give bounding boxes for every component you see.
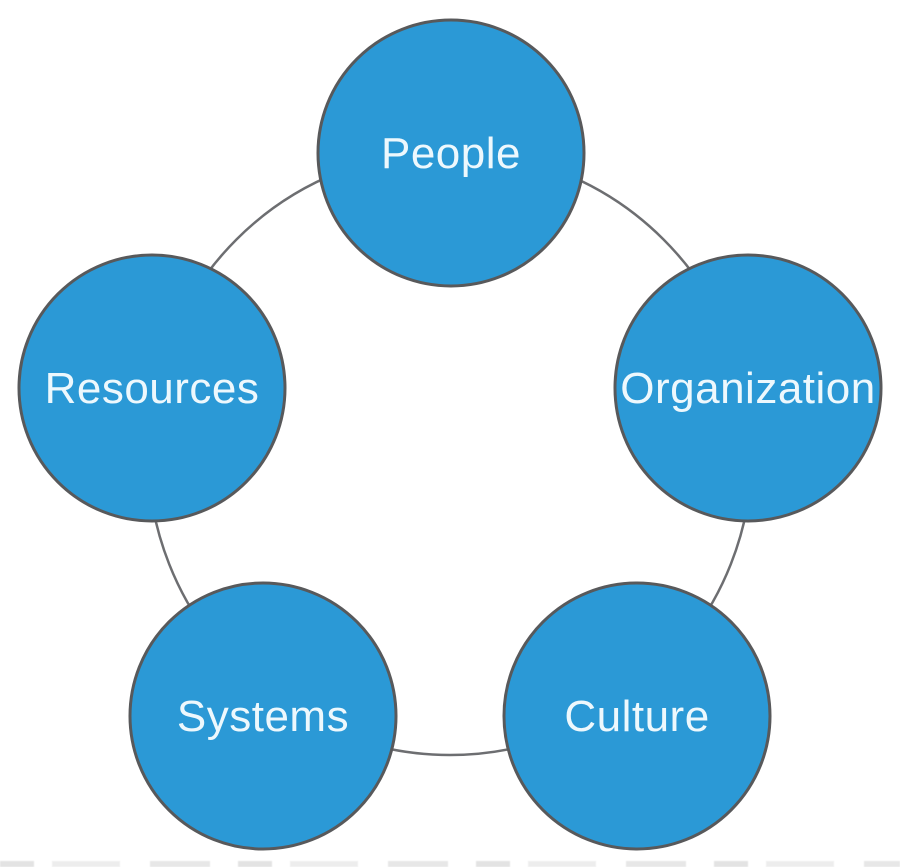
node-label-people: People <box>381 129 521 178</box>
node-label-systems: Systems <box>177 692 349 741</box>
node-label-organization: Organization <box>620 364 875 413</box>
node-label-culture: Culture <box>564 692 709 741</box>
cropped-text-artifact <box>0 861 900 867</box>
node-resources-circle <box>17 253 287 523</box>
node-people: People <box>316 18 586 288</box>
node-culture: Culture <box>502 581 772 851</box>
node-label-resources: Resources <box>45 364 260 413</box>
node-resources: Resources <box>17 253 287 523</box>
node-organization: Organization <box>613 253 883 523</box>
node-people-circle <box>316 18 586 288</box>
node-culture-circle <box>502 581 772 851</box>
node-systems: Systems <box>128 581 398 851</box>
node-organization-circle <box>613 253 883 523</box>
node-systems-circle <box>128 581 398 851</box>
